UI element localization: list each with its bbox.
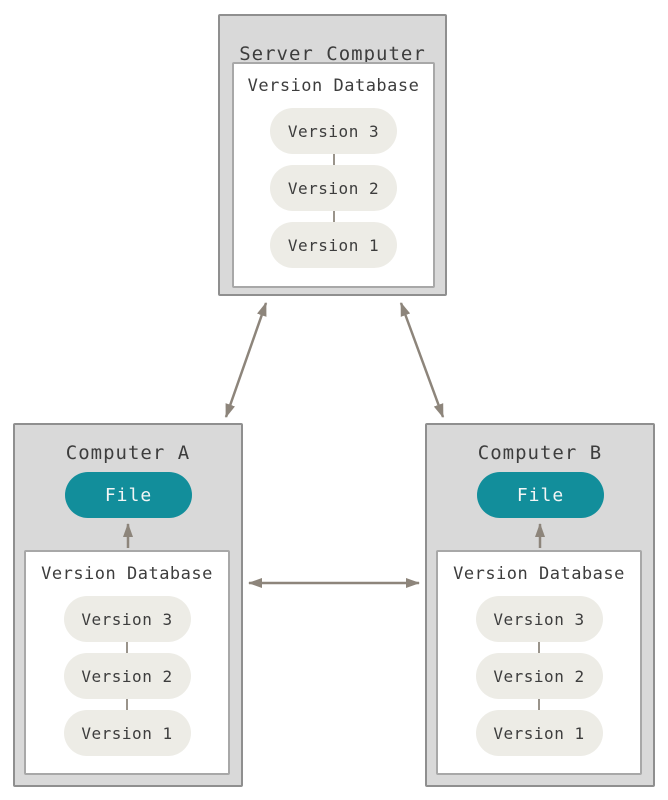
computer-a-version-2-pill: Version 2 bbox=[63, 653, 191, 699]
computer-a-version-database-label: Version Database bbox=[41, 564, 213, 584]
computer-a-version-3-pill: Version 3 bbox=[63, 596, 191, 642]
server-version-2-pill: Version 2 bbox=[270, 165, 397, 211]
computer-b-version-database-label: Version Database bbox=[453, 564, 625, 584]
computer-b-version-database-box: Version Database Version 3 Version 2 Ver… bbox=[436, 550, 642, 775]
server-computer-title: Server Computer bbox=[239, 43, 426, 65]
computer-a-title: Computer A bbox=[65, 442, 191, 464]
computer-a-box: Computer A File Version Database Version… bbox=[13, 423, 243, 787]
server-version-3-pill: Version 3 bbox=[270, 108, 397, 154]
version-connector-line bbox=[126, 642, 128, 653]
server-version-database-label: Version Database bbox=[247, 76, 420, 96]
computer-b-file-pill: File bbox=[477, 472, 604, 518]
server-computer-box: Server Computer Version Database Version… bbox=[218, 14, 447, 296]
computer-a-version-database-box: Version Database Version 3 Version 2 Ver… bbox=[24, 550, 230, 775]
computer-b-version-3-pill: Version 3 bbox=[475, 596, 603, 642]
version-connector-line bbox=[126, 699, 128, 710]
server-version-database-box: Version Database Version 3 Version 2 Ver… bbox=[232, 62, 435, 288]
computer-b-box: Computer B File Version Database Version… bbox=[425, 423, 655, 787]
computer-b-title: Computer B bbox=[477, 442, 603, 464]
version-connector-line bbox=[538, 642, 540, 653]
version-connector-line bbox=[538, 699, 540, 710]
computer-a-version-1-pill: Version 1 bbox=[63, 710, 191, 756]
computer-a-file-pill: File bbox=[65, 472, 192, 518]
version-connector-line bbox=[332, 154, 335, 165]
version-connector-line bbox=[332, 211, 335, 222]
arrow-server-to-computer-a bbox=[224, 302, 268, 418]
server-version-1-pill: Version 1 bbox=[270, 222, 397, 268]
computer-b-version-1-pill: Version 1 bbox=[475, 710, 603, 756]
arrow-server-to-computer-b bbox=[399, 302, 445, 418]
computer-b-version-2-pill: Version 2 bbox=[475, 653, 603, 699]
